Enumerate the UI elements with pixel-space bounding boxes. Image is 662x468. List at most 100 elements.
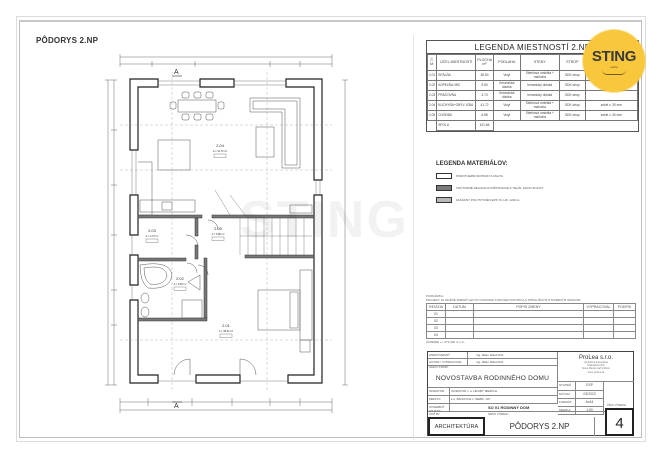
header-revision: REVÍZIA — [426, 303, 446, 312]
material-legend-title: LEGENDA MATERIÁLOV: — [436, 161, 508, 167]
header-ceiling: STROP — [558, 54, 586, 71]
sheet-number: 4 — [605, 408, 634, 436]
meta-label: FORMÁT — [558, 399, 576, 406]
table-row: 03 — [426, 324, 636, 333]
material-item: POROTHERM 30 PROFI S MALTA — [436, 171, 626, 180]
cell-ceiling: SDK strop — [558, 80, 586, 91]
part-value: ARCHITEKTÚRA — [428, 417, 485, 436]
cell-name: KÚPEĽŇA+WC — [436, 80, 477, 91]
svg-text:A: A — [174, 403, 179, 410]
cell-walls: keramický obklad — [519, 80, 560, 91]
row-label: ZODPOVEDNÝ PROJEKTANT — [428, 352, 468, 358]
project-label: NÁZOV STAVBY — [429, 366, 449, 369]
total-area: 101.66 — [475, 120, 494, 131]
place-label: MIESTO — [428, 396, 450, 403]
elevation-note: ZÁZEMIE +/- 273,000 m n.m. — [426, 340, 466, 345]
note-title: POZNÁMKA: — [426, 294, 444, 298]
header-prepared-by: VYPRACOVAL — [583, 303, 614, 312]
meta-value: 03/2023 — [576, 391, 604, 398]
cell-floor: Vinyl — [492, 70, 521, 81]
header-walls: STENY — [519, 54, 560, 71]
svg-text:A = 41.72 m²: A = 41.72 m² — [213, 150, 227, 153]
total-label: SPOLU — [436, 120, 477, 131]
cell-floor: Vinyl — [492, 100, 521, 111]
watermark-text: STING — [240, 191, 409, 249]
object-row: STAVEBNÝ OBJEKT SO 01 RODINNÝ DOM — [428, 404, 605, 412]
title-block-row: AUTOR / VYPRACOVAL Ing. Milan Mikuš/441 — [428, 359, 558, 366]
cell-no: 2.01 — [426, 70, 438, 81]
revision-no: 03 — [426, 324, 446, 333]
cell-note — [584, 90, 639, 101]
part-label: ČASŤ PD — [429, 413, 440, 416]
place-value: k.ú. BÁNOVCE n. BEBR. 197 — [450, 396, 558, 403]
svg-text:A = 4.73 m²: A = 4.73 m² — [146, 235, 159, 238]
revisions-block: POZNÁMKA: PROJEKT JE MOŽNÉ ZMENIŤ LEN PO… — [426, 294, 636, 345]
cell-walls: keramický obklad — [519, 90, 560, 101]
meta-value: 6xA4 — [576, 399, 604, 406]
meta-value: 1:50 — [576, 407, 604, 414]
cell-walls: Stierková omietka + maľovka — [519, 110, 560, 121]
company-line: projekčná kancelária — [584, 361, 608, 364]
header-room-no: Č. M. — [426, 54, 438, 71]
revisions-table: REVÍZIA DÁTUM POPIS ZMENY VYPRACOVAL POD… — [426, 303, 636, 340]
svg-text:2.02: 2.02 — [176, 276, 185, 281]
cell-name: SPÁLŇA — [436, 70, 477, 81]
row-value: Ing. Milan Mikuš/441 — [468, 359, 558, 365]
sheet-divider — [413, 35, 414, 440]
cell-name: PRÁČOVŇA — [436, 90, 477, 101]
svg-text:2.01: 2.01 — [222, 323, 231, 328]
cell-no: 2.05 — [426, 110, 438, 121]
svg-text:A = 9.83 m²: A = 9.83 m² — [174, 283, 187, 286]
svg-text:2.03: 2.03 — [148, 228, 157, 233]
meta-row: MIERKA 1:50 — [558, 407, 604, 415]
project-name: NOVOSTAVBA RODINNÉHO DOMU — [428, 365, 558, 388]
cell-note: sokel v. 30 mm — [584, 110, 639, 121]
meta-label: MIERKA — [558, 407, 576, 414]
header-room-use: ÚČEL MIESTNOSTI — [436, 54, 477, 71]
material-swatch-icon — [436, 184, 452, 191]
material-label: VNÚTORNÉ DELIACE KONŠTRUKCIE Z TEHÁL 100… — [456, 185, 544, 190]
meta-row: STUPEŇ DSP — [558, 382, 604, 391]
cell-note: sokel v. 30 mm — [584, 100, 639, 111]
cell-area: 38.50 — [475, 70, 494, 81]
total-row: SPOLU 101.66 — [428, 120, 638, 131]
material-label: FASÁDNY POLYSTYRÉN EPS 70, HR. 120mm — [456, 197, 520, 202]
cell-area: 4.73 — [475, 90, 494, 101]
row-label: AUTOR / VYPRACOVAL — [428, 359, 468, 365]
cell-floor: Vinyl — [492, 110, 521, 121]
meta-row: DÁTUM 03/2023 — [558, 391, 604, 399]
place-row: MIESTO k.ú. BÁNOVCE n. BEBR. 197 — [428, 396, 558, 404]
material-label: POROTHERM 30 PROFI S MALTA — [456, 173, 503, 178]
svg-text:2.05: 2.05 — [214, 226, 223, 231]
cell-walls: Stierková omietka + maľovka — [519, 100, 560, 111]
row-value: Ing. Milan Mikuš/441 — [468, 352, 558, 358]
revision-no: 04 — [426, 331, 446, 340]
room-legend-title: LEGENDA MIESTNOSTÍ 2.NP — [427, 41, 638, 54]
header-description: POPIS ZMENY — [472, 303, 585, 312]
cell-walls: Stierková omietka + maľovka — [519, 70, 560, 81]
drawing-label: NÁZOV VÝKRESU — [488, 413, 509, 416]
logo-subtitle: reality — [609, 65, 618, 69]
table-row: 04 — [426, 331, 636, 340]
cell-no: 2.02 — [426, 80, 438, 91]
meta-label: STUPEŇ — [558, 382, 576, 390]
title-block: ZODPOVEDNÝ PROJEKTANT Ing. Milan Mikuš/4… — [427, 351, 634, 436]
svg-text:A = 38.50 m²: A = 38.50 m² — [219, 330, 233, 333]
meta-value: DSP — [576, 382, 604, 390]
cell-ceiling: SDK strop — [558, 110, 586, 121]
cell-no: 2.03 — [426, 90, 438, 101]
meta-label: DÁTUM — [558, 391, 576, 398]
svg-text:A = 6.88 m²: A = 6.88 m² — [212, 233, 225, 236]
sheet-title: PÔDORYS 2.NP — [36, 36, 99, 45]
material-item: VNÚTORNÉ DELIACE KONŠTRUKCIE Z TEHÁL 100… — [436, 183, 626, 192]
company-line: Nové Mesto nad Váhom — [582, 367, 610, 371]
floor-plan: A A 2.04 A = 41.72 m² 2.03 A = 4.73 m² 2… — [105, 54, 348, 413]
svg-text:2.04: 2.04 — [216, 143, 225, 148]
table-row: 02 — [426, 317, 636, 326]
company-box: ProLea s.r.o. projekčná kancelária Nádra… — [558, 352, 634, 382]
logo-smile-icon — [602, 70, 626, 75]
company-name: ProLea s.r.o. — [578, 355, 614, 361]
material-item: FASÁDNY POLYSTYRÉN EPS 70, HR. 120mm — [436, 195, 626, 204]
material-swatch-icon — [436, 172, 452, 179]
cell-ceiling: SDK strop — [558, 70, 586, 81]
